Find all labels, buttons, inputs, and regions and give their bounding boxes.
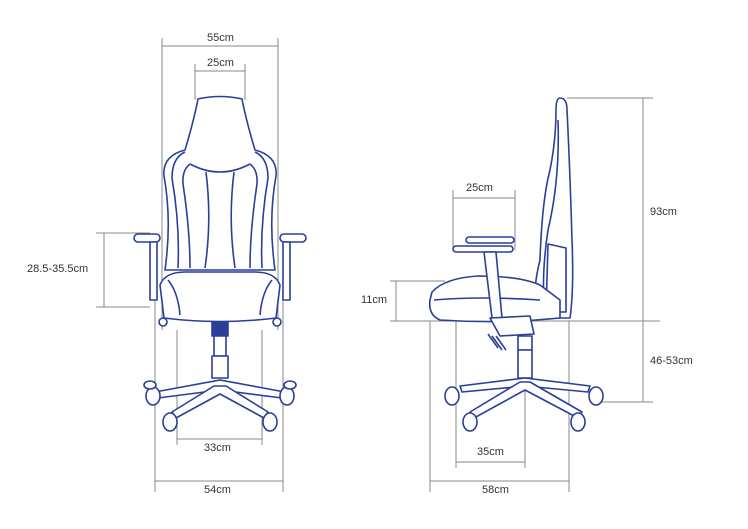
side-armrest-depth-label: 25cm (466, 182, 493, 194)
front-overall-width-label: 55cm (207, 32, 234, 44)
front-view-chair (133, 95, 307, 432)
front-base-width-label: 54cm (204, 484, 231, 496)
side-seat-height-label: 46-53cm (650, 355, 693, 367)
side-backrest-height-label: 93cm (650, 206, 677, 218)
side-seat-thickness-label: 11cm (361, 294, 388, 306)
side-base-depth-label: 58cm (482, 484, 509, 496)
front-armrest-height-label: 28.5-35.5cm (27, 263, 89, 275)
side-inner-base-depth-label: 35cm (477, 446, 504, 458)
side-view-chair (428, 97, 604, 432)
front-inner-base-width-label: 33cm (204, 442, 231, 454)
front-headrest-width-label: 25cm (207, 57, 234, 69)
